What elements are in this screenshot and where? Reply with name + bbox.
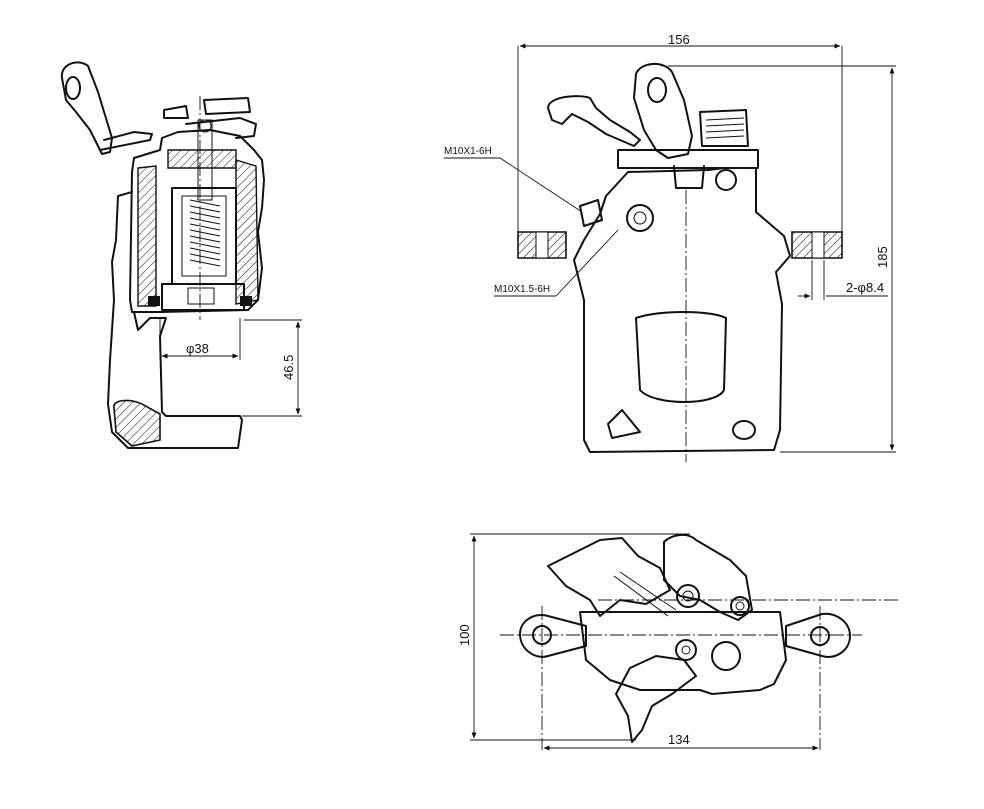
top-down-view: 100 134 bbox=[457, 533, 900, 751]
side-section-view: φ38 46.5 bbox=[60, 61, 302, 449]
piston-depth-label: 46.5 bbox=[281, 355, 296, 380]
bore-label: 2-φ8.4 bbox=[846, 280, 884, 295]
top-width-label: 156 bbox=[668, 32, 690, 47]
bottom-width-label: 134 bbox=[668, 732, 690, 747]
bottom-height-label: 100 bbox=[457, 624, 472, 646]
thread-2-label: M10X1.5-6H bbox=[494, 284, 550, 295]
front-view: 156 185 2-φ8.4 M10X1-6H M10X1.5-6H bbox=[444, 32, 896, 462]
piston-diameter-label: φ38 bbox=[186, 341, 209, 356]
thread-1-label: M10X1-6H bbox=[444, 146, 492, 157]
height-label: 185 bbox=[875, 246, 890, 268]
spring-coils bbox=[189, 199, 221, 267]
